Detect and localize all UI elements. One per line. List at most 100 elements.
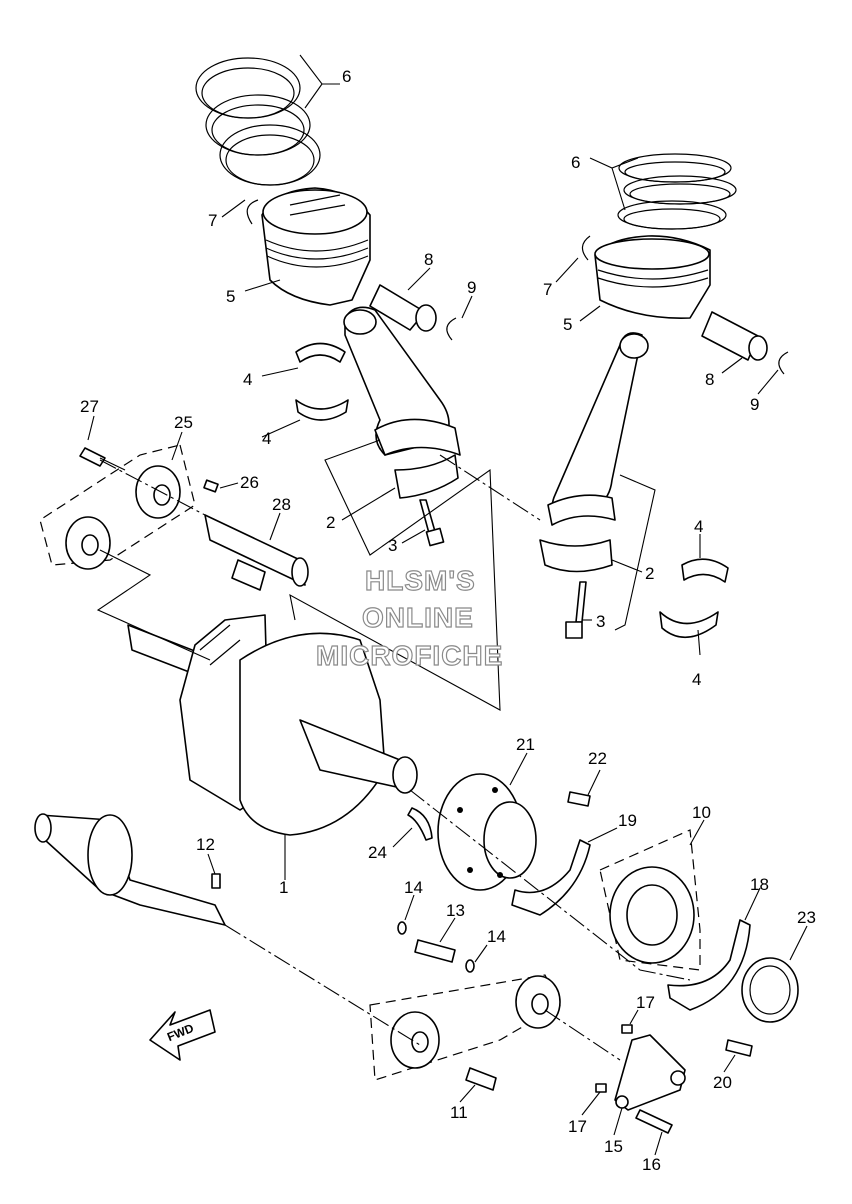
flange-21 <box>437 773 537 891</box>
callout-23: 23 <box>797 908 816 927</box>
gear-10 <box>609 866 695 964</box>
shaft-center-line <box>99 459 206 516</box>
callout-16: 16 <box>642 1155 661 1174</box>
callout-19: 19 <box>618 811 637 830</box>
watermark-line-2: ONLINE <box>362 602 474 633</box>
o-ring-14-a <box>397 921 407 935</box>
callout-26: 26 <box>240 473 259 492</box>
callout-leaders <box>87 54 808 1156</box>
connecting-rod-left <box>343 306 461 456</box>
callout-12: 12 <box>196 835 215 854</box>
callout-17-top: 17 <box>636 993 655 1012</box>
gear-group-outline-10 <box>599 829 701 971</box>
callout-6-right: 6 <box>571 153 580 172</box>
callout-3-left: 3 <box>388 536 397 555</box>
piston-clip-right-top <box>581 235 591 261</box>
shaft-28 <box>204 514 309 591</box>
callout-5-left: 5 <box>226 287 235 306</box>
callout-numbers: 6 7 5 8 9 4 4 27 25 26 28 2 3 6 7 5 8 9 … <box>80 67 816 1174</box>
o-ring-14-b <box>465 959 475 973</box>
gear-lower-b <box>515 975 561 1029</box>
piston-ring-set-right <box>617 153 737 230</box>
gear-group-outline-25 <box>39 444 196 566</box>
callout-8-left: 8 <box>424 250 433 269</box>
dowel-17-bottom <box>595 1083 607 1093</box>
piston-pin-right <box>701 311 768 361</box>
bolt-11 <box>465 1067 497 1091</box>
gear-lower-a <box>390 1011 440 1069</box>
callout-11: 11 <box>450 1103 468 1122</box>
bolt-27 <box>79 447 126 471</box>
callout-6-left: 6 <box>342 67 351 86</box>
balancer-shaft <box>34 813 226 926</box>
shell-18 <box>667 919 751 1011</box>
callout-7-right: 7 <box>543 280 552 299</box>
watermark-line-3: MICROFICHE <box>316 640 503 671</box>
bracket-center-line <box>544 1009 621 1061</box>
seal-23 <box>741 957 799 1023</box>
piston-clip-right-bottom <box>778 351 789 375</box>
callout-14-top: 14 <box>404 878 423 897</box>
callout-13: 13 <box>446 901 465 920</box>
key-12 <box>211 873 221 889</box>
rod-cap-right <box>539 539 613 573</box>
bracket-15 <box>614 1034 686 1111</box>
callout-8-right: 8 <box>705 370 714 389</box>
callout-10: 10 <box>692 803 711 822</box>
callout-18: 18 <box>750 875 769 894</box>
piston-ring-set-left <box>195 57 321 186</box>
piston-right <box>594 235 711 319</box>
callout-15: 15 <box>604 1137 623 1156</box>
connecting-rod-right <box>547 332 649 526</box>
callout-24: 24 <box>368 843 387 862</box>
callout-4-right-bottom: 4 <box>692 670 701 689</box>
callout-2-left: 2 <box>326 513 335 532</box>
key-26 <box>203 479 219 493</box>
rod-bolt-left <box>419 499 445 547</box>
rod-cap-left <box>394 454 459 499</box>
callout-5-right: 5 <box>563 315 572 334</box>
callout-3-right: 3 <box>596 612 605 631</box>
callout-17-bottom: 17 <box>568 1117 587 1136</box>
callout-22: 22 <box>588 749 607 768</box>
fwd-arrow: FWD <box>149 1009 216 1061</box>
callout-1: 1 <box>279 878 288 897</box>
piston-clip-left-bottom <box>446 317 457 341</box>
rod-bolt-right <box>565 581 587 639</box>
shell-19 <box>511 839 591 916</box>
callout-9-right: 9 <box>750 395 759 414</box>
right-rod-bracket <box>614 474 656 631</box>
crank-center-line <box>409 789 691 981</box>
piston-left <box>261 187 371 306</box>
bearing-shells-right <box>659 558 729 639</box>
callout-25: 25 <box>174 413 193 432</box>
piston-pin-left <box>369 284 437 332</box>
pin-13 <box>414 939 456 963</box>
piston-clip-left-top <box>246 199 259 225</box>
bolt-20 <box>725 1039 753 1057</box>
bearing-shells-left <box>295 342 349 421</box>
watermark-line-1: HLSM'S <box>365 565 476 596</box>
balancer-center-line <box>224 924 421 1046</box>
callout-4-left-bottom: 4 <box>262 429 271 448</box>
callout-2-right: 2 <box>645 564 654 583</box>
callout-20: 20 <box>713 1073 732 1092</box>
rod-group-bracket <box>289 439 501 711</box>
gear-25-b <box>65 516 111 570</box>
callout-4-left-top: 4 <box>243 370 252 389</box>
crankshaft <box>127 614 418 836</box>
dowel-17-top <box>621 1024 633 1034</box>
plate-24 <box>407 807 433 841</box>
callout-27: 27 <box>80 397 99 416</box>
bolt-22 <box>567 791 591 807</box>
callout-28: 28 <box>272 495 291 514</box>
callout-7-left: 7 <box>208 211 217 230</box>
gear-25-a <box>135 465 181 519</box>
callout-4-right-top: 4 <box>694 517 703 536</box>
rod-center-line <box>439 454 541 521</box>
callout-9-left: 9 <box>467 278 476 297</box>
bolt-16 <box>635 1109 673 1134</box>
callout-21: 21 <box>516 735 535 754</box>
gear-link-bracket <box>96 549 211 661</box>
